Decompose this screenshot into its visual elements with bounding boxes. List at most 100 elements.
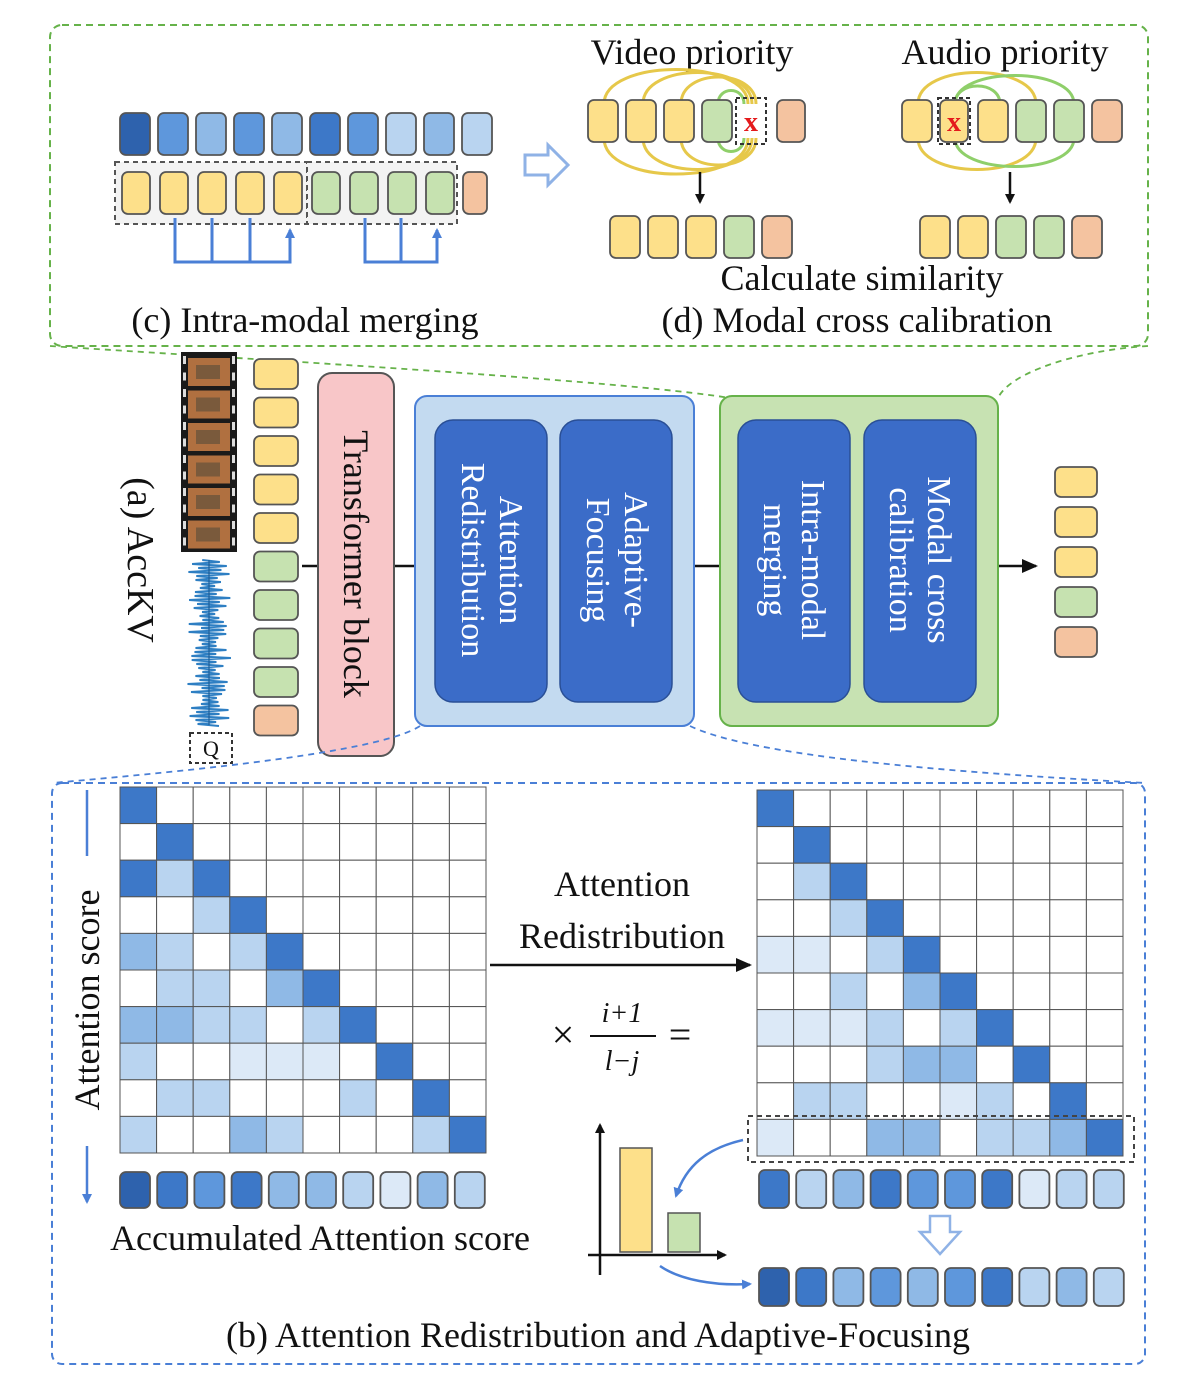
matrix-cell [156, 1042, 194, 1081]
output-token-column [1054, 466, 1098, 658]
audio-result-token [1033, 215, 1065, 259]
matrix-cell [192, 1115, 231, 1154]
redistribution-arrow-label-2: Redistribution [519, 916, 725, 956]
matrix-cell [412, 1006, 450, 1044]
matrix-cell [302, 859, 341, 898]
film-frame-detail [196, 430, 220, 444]
matrix-cell [976, 1082, 1014, 1120]
film-perforation [183, 455, 186, 463]
input-token [253, 512, 299, 544]
matrix-cell [302, 823, 341, 861]
modal-cross-calibration-block [863, 419, 977, 703]
matrix-cell [756, 1009, 795, 1047]
matrix-cell [793, 1082, 831, 1120]
matrix-cell [939, 1009, 978, 1047]
video-priority-token [701, 99, 733, 143]
audio-priority-token [1091, 99, 1123, 143]
film-frame-detail [196, 462, 220, 477]
matrix-cell [192, 896, 231, 934]
matrix-cell [1012, 1118, 1051, 1157]
query-token [462, 171, 488, 215]
matrix-cell [265, 1042, 304, 1081]
matrix-cell [339, 823, 377, 861]
accumulated-token [267, 1171, 300, 1209]
audio-priority-token [939, 99, 969, 143]
film-perforation [232, 537, 235, 546]
audio-priority-token [901, 99, 933, 143]
audio-token [425, 171, 455, 215]
blue-token [157, 112, 189, 156]
matrix-cell [265, 1115, 304, 1154]
matrix-cell [192, 932, 231, 971]
audio-removed-box [937, 97, 971, 145]
blue-token [233, 112, 265, 156]
accumulated-token [342, 1171, 375, 1209]
matrix-cell [156, 1115, 194, 1154]
matrix-cell [412, 969, 450, 1008]
video-token [197, 171, 227, 215]
output-token [1054, 546, 1098, 578]
audio-result-token-row [919, 215, 1103, 259]
matrix-cell [939, 789, 978, 828]
matrix-cell [192, 1042, 231, 1081]
matrix-cell [119, 1115, 158, 1154]
accumulated-score-row-right [758, 1169, 1125, 1209]
matrix-cell [756, 826, 795, 864]
matrix-cell [302, 896, 341, 934]
attention-redistribution-line1: Attention [492, 496, 529, 624]
audio-waveform-icon [187, 559, 231, 727]
attention-matrix-left [119, 786, 487, 1154]
matrix-cell [119, 896, 158, 934]
film-perforation [232, 471, 235, 480]
video-priority-token [625, 99, 657, 143]
matrix-cell [412, 859, 450, 898]
matrix-cell [302, 1115, 341, 1154]
matrix-cell [976, 935, 1014, 974]
input-token [253, 666, 299, 698]
film-perforation [232, 488, 235, 496]
query-label: Q [203, 736, 219, 761]
film-perforation [232, 504, 235, 513]
blue-token [309, 112, 341, 156]
matrix-cell [156, 859, 194, 898]
focused-token [1092, 1267, 1125, 1307]
matrix-cell [829, 826, 868, 864]
blue-token [423, 112, 455, 156]
matrix-cell [1049, 862, 1087, 901]
matrix-cell [375, 1079, 414, 1117]
input-token [253, 396, 299, 429]
matrix-cell [119, 1006, 158, 1044]
matrix-cell [156, 1006, 194, 1044]
matrix-cell [1085, 1118, 1124, 1157]
matrix-cell [829, 1118, 868, 1157]
video-result-token [609, 215, 641, 259]
matrix-cell [448, 786, 487, 825]
matrix-cell [756, 899, 795, 937]
matrix-cell [375, 786, 414, 825]
matrix-cell [866, 1009, 904, 1047]
matrix-cell [265, 1079, 304, 1117]
matrix-cell [976, 862, 1014, 901]
redistribution-formula: × i+1 l−j = [552, 998, 692, 1077]
matrix-cell [156, 896, 194, 934]
film-perforation [183, 372, 186, 381]
accumulated-token [379, 1171, 412, 1209]
matrix-cell [1049, 972, 1087, 1011]
focused-token [832, 1267, 865, 1307]
matrix-cell [1012, 862, 1051, 901]
formula-times: × [552, 1012, 575, 1057]
attention-redistribution-line2: Redistribution [454, 463, 491, 658]
matrix-cell [192, 823, 231, 861]
panel-a-label: (a) AccKV [119, 477, 161, 643]
adaptive-focusing-block [559, 419, 673, 703]
video-priority-label: Video priority [591, 32, 794, 72]
matrix-cell [265, 969, 304, 1008]
matrix-cell [866, 789, 904, 828]
focused-token [758, 1267, 790, 1307]
film-perforation [232, 372, 235, 381]
attention-matrix-right [756, 789, 1124, 1157]
matrix-cell [302, 786, 341, 825]
matrix-cell [866, 1118, 904, 1157]
matrix-cell [375, 1042, 414, 1081]
matrix-cell [939, 1045, 978, 1084]
